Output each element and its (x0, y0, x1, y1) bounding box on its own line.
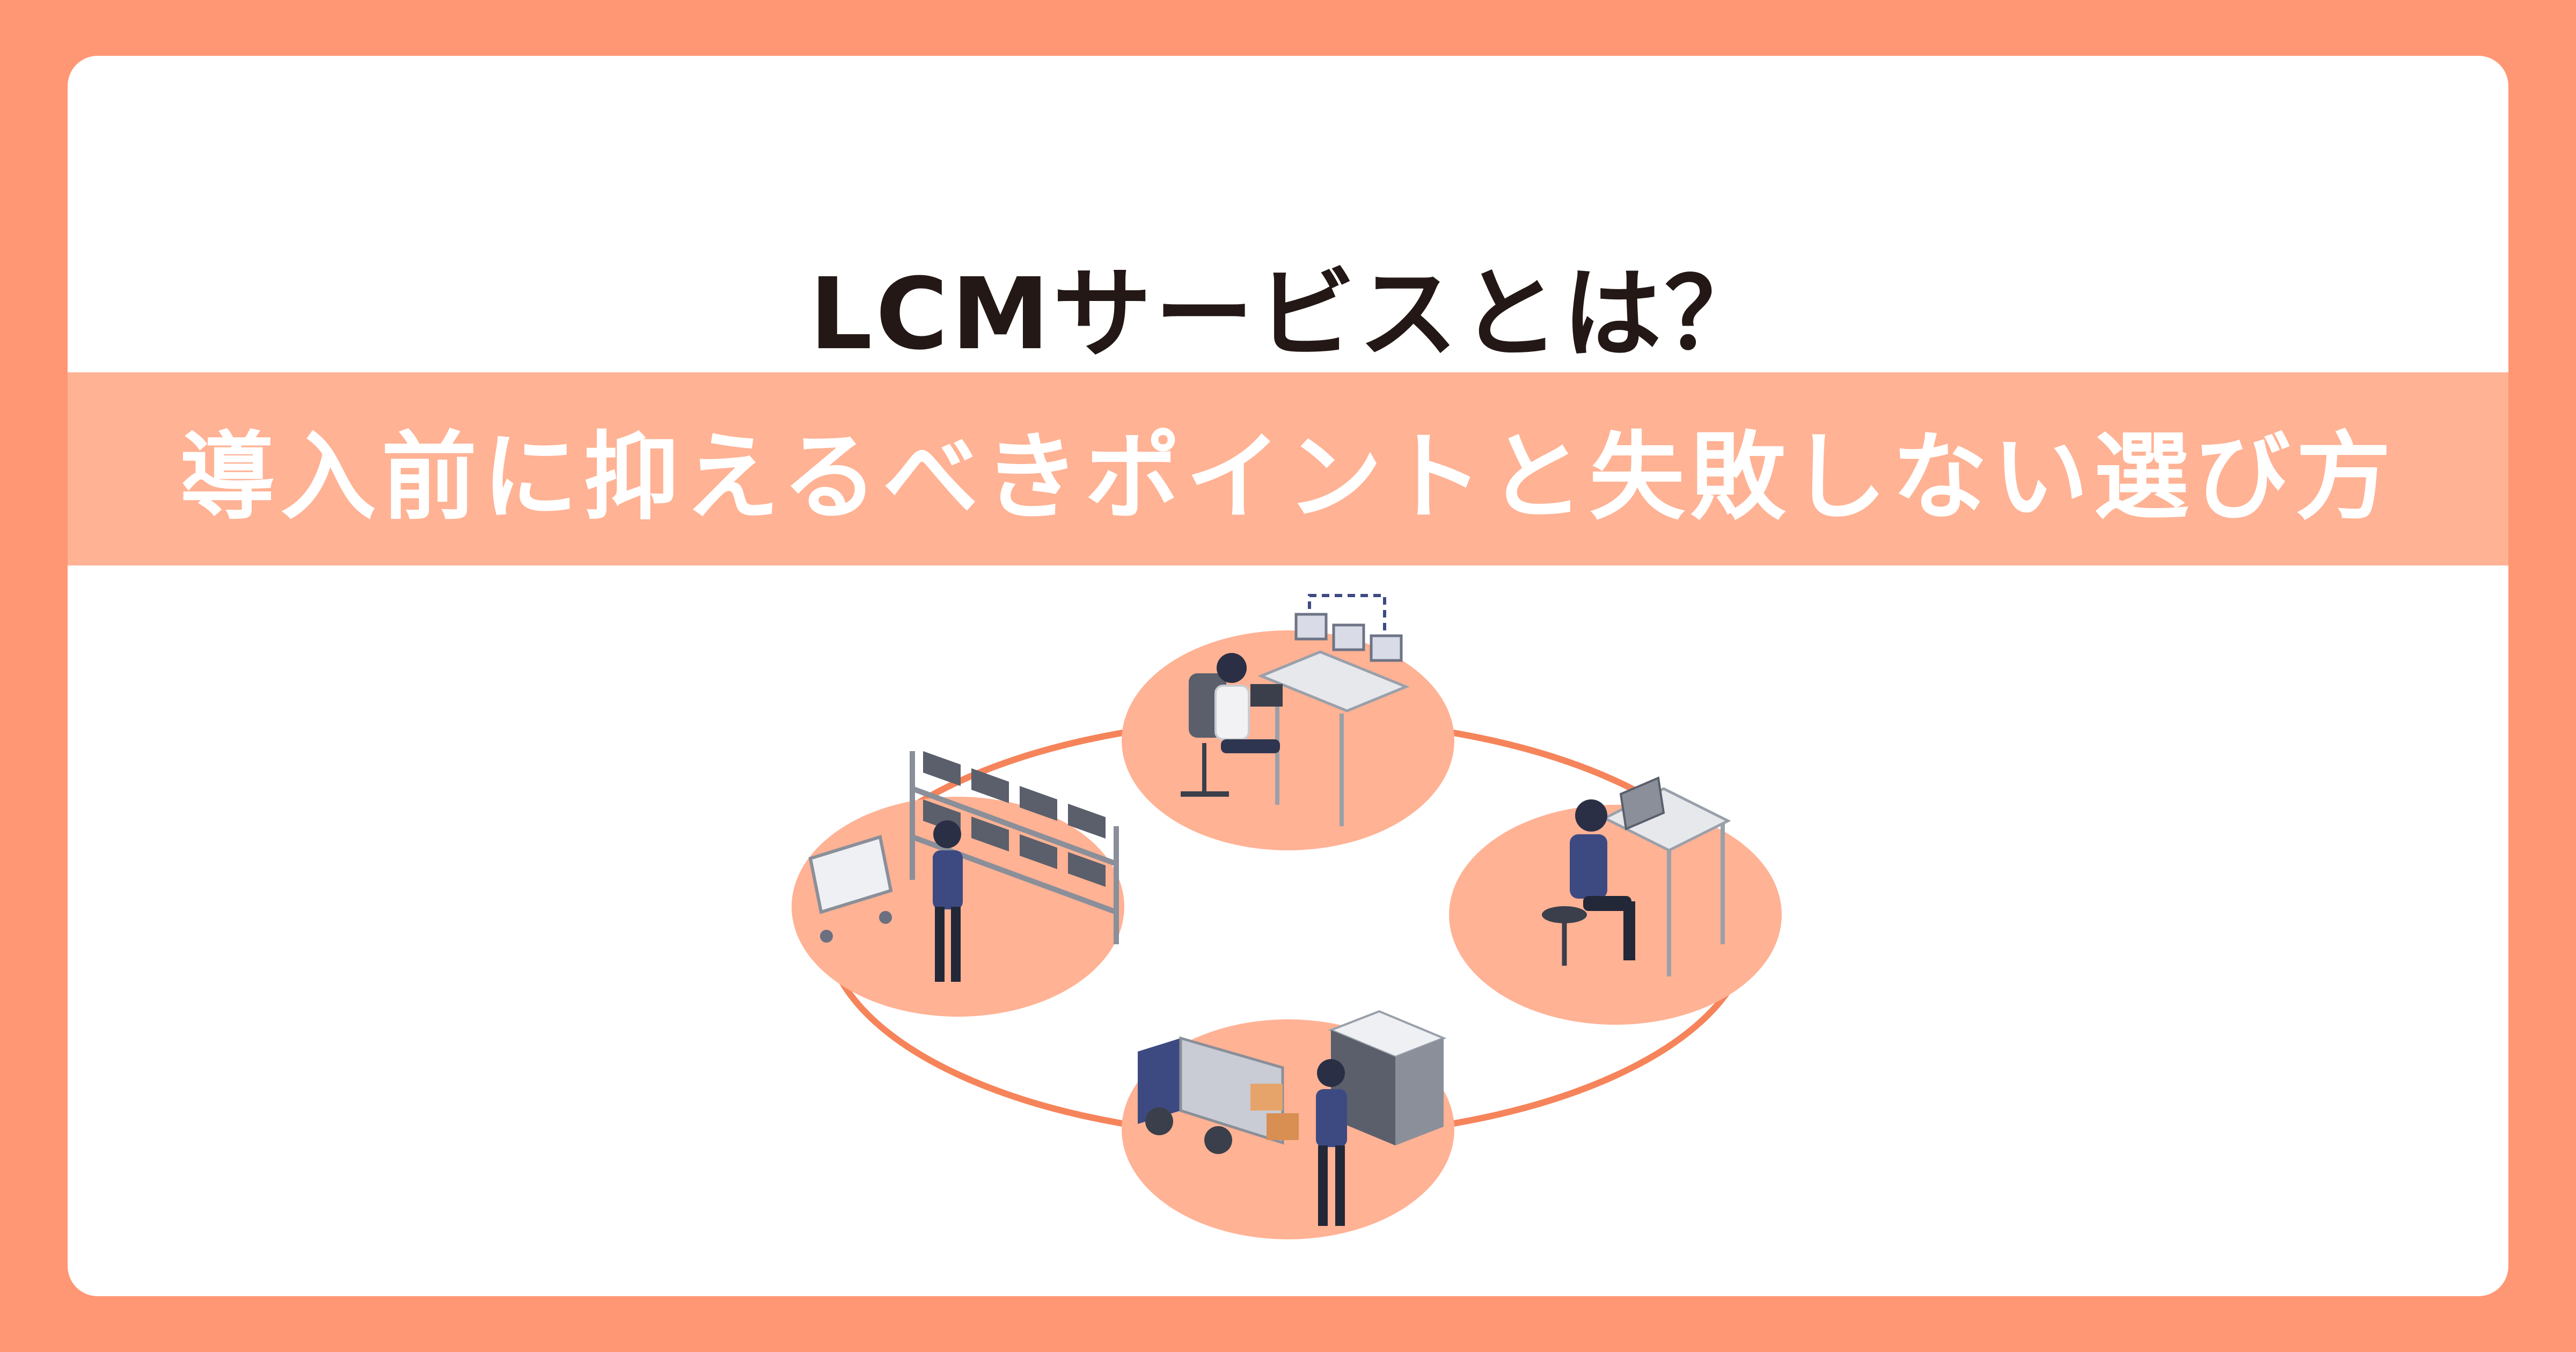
procurement-icon (792, 751, 1124, 1017)
subtitle-banner: 導入前に抑えるべきポイントと失敗しない選び方 (68, 372, 2508, 565)
page-subtitle: 導入前に抑えるべきポイントと失敗しない選び方 (179, 421, 2397, 533)
operation-support-icon (1449, 776, 1782, 1025)
page-title: LCMサービスとは？ (809, 257, 1767, 372)
kitting-icon (1122, 594, 1454, 850)
disposal-icon (1122, 1010, 1454, 1239)
